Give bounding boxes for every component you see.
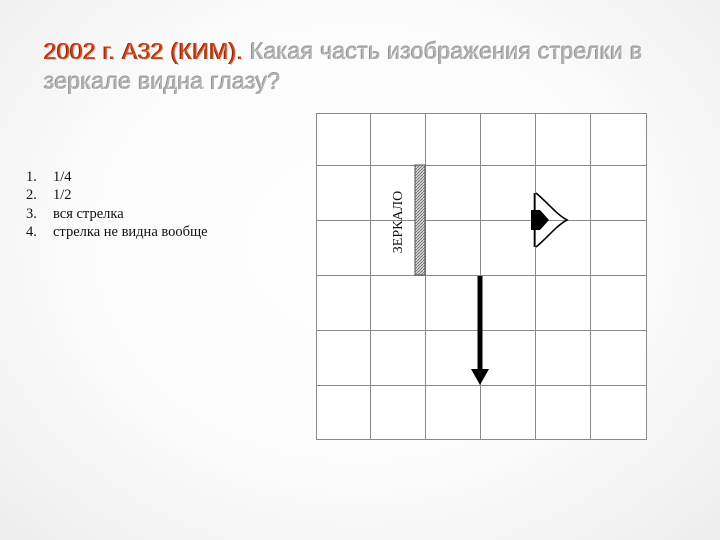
answer-number: 2. bbox=[26, 187, 37, 204]
mirror-label: ЗЕРКАЛО bbox=[391, 191, 406, 253]
eye-icon bbox=[531, 192, 569, 248]
title-question: Какая часть изображения стрелки в зеркал… bbox=[44, 38, 643, 94]
slide-title: 2002 г. А32 (КИМ). Какая часть изображен… bbox=[44, 36, 704, 96]
answer-list: 1. 1/4 2. 1/2 3. вся стрелка 4. стрелка … bbox=[26, 168, 208, 241]
answer-number: 1. bbox=[26, 169, 37, 185]
answer-text: вся стрелка bbox=[53, 205, 124, 222]
answer-option-3: 3. вся стрелка bbox=[26, 205, 208, 223]
answer-text: 1/4 bbox=[53, 169, 72, 185]
answer-text: стрелка не видна вообще bbox=[53, 223, 208, 240]
answer-option-4: 4. стрелка не видна вообще bbox=[26, 223, 208, 241]
grid-lines bbox=[316, 113, 647, 440]
arrow-icon bbox=[471, 276, 489, 385]
title-accent: 2002 г. А32 (КИМ). bbox=[44, 38, 244, 64]
answer-number: 3. bbox=[26, 205, 37, 222]
answer-option-2: 2. 1/2 bbox=[26, 186, 208, 204]
answer-number: 4. bbox=[26, 223, 37, 240]
answer-text: 1/2 bbox=[53, 187, 72, 204]
mirror-icon bbox=[414, 164, 426, 276]
answer-option-1: 1. 1/4 bbox=[26, 168, 208, 186]
